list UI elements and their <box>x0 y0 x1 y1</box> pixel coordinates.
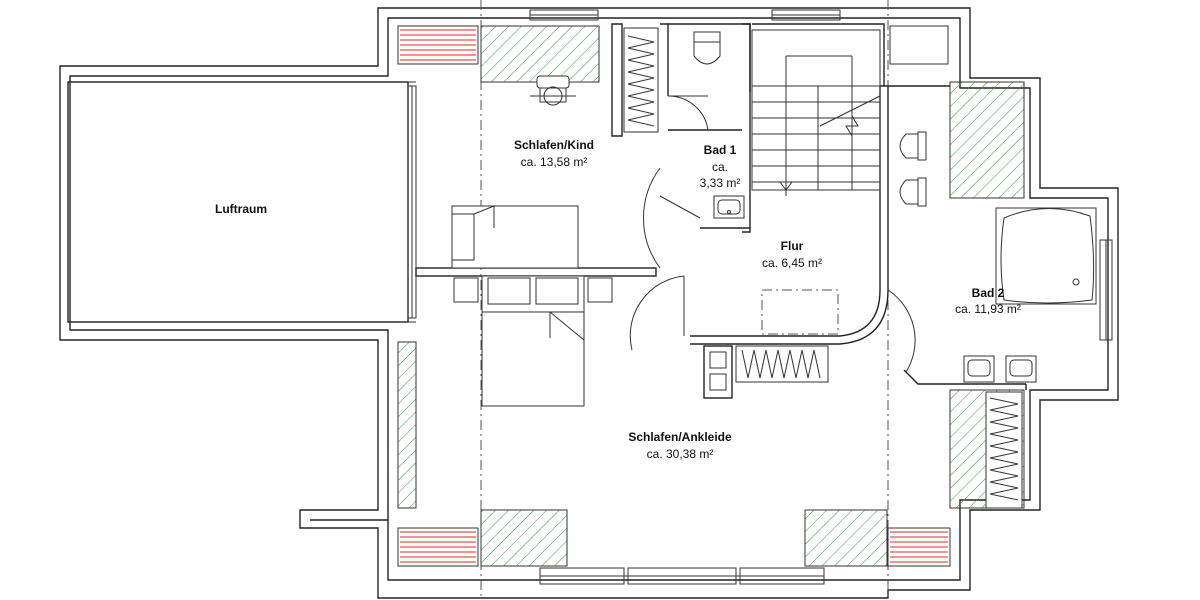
ankleide-door <box>629 275 685 351</box>
room-area-flur: ca. 6,45 m² <box>762 256 822 270</box>
bad-2-toilets <box>899 131 927 207</box>
room-name-bad-1: Bad 1 <box>704 143 737 157</box>
kind-bed <box>451 205 579 269</box>
room-area-bad-1-line1: ca. <box>712 160 728 174</box>
double-bed <box>481 275 585 407</box>
wardrobe-ankleide <box>985 391 1023 509</box>
room-name-luftraum: Luftraum <box>215 202 267 216</box>
room-name-schlafen-ankleide: Schlafen/Ankleide <box>628 430 732 444</box>
bad-1-sink <box>713 195 745 219</box>
bad-2-window <box>1099 239 1113 341</box>
bad-2-door <box>887 289 916 373</box>
bad-2-sinks <box>963 355 1037 383</box>
room-area-bad-2: ca. 11,93 m² <box>955 302 1021 316</box>
desk-chair <box>530 75 576 106</box>
bad-1-door <box>667 95 709 131</box>
flur-rug <box>761 289 839 335</box>
wardrobe-kind <box>623 27 659 133</box>
room-area-bad-1-line2: 3,33 m² <box>700 176 741 190</box>
wardrobe-flur <box>735 345 829 383</box>
kind-door <box>643 167 701 269</box>
room-name-bad-2: Bad 2 <box>972 286 1005 300</box>
room-area-schlafen-ankleide: ca. 30,38 m² <box>647 447 714 461</box>
bathtub <box>995 207 1097 305</box>
room-name-flur: Flur <box>781 239 804 253</box>
room-labels: Luftraum Schlafen/Kind ca. 13,58 m² Bad … <box>215 138 1021 461</box>
room-name-schlafen-kind: Schlafen/Kind <box>514 138 594 152</box>
luftraum-window <box>407 85 417 319</box>
nightstands <box>453 277 613 303</box>
red-hatched-areas <box>397 25 951 567</box>
room-area-schlafen-kind: ca. 13,58 m² <box>521 155 588 169</box>
staircase <box>751 29 881 196</box>
bad-1-toilet <box>693 31 721 65</box>
top-windows <box>529 9 841 585</box>
